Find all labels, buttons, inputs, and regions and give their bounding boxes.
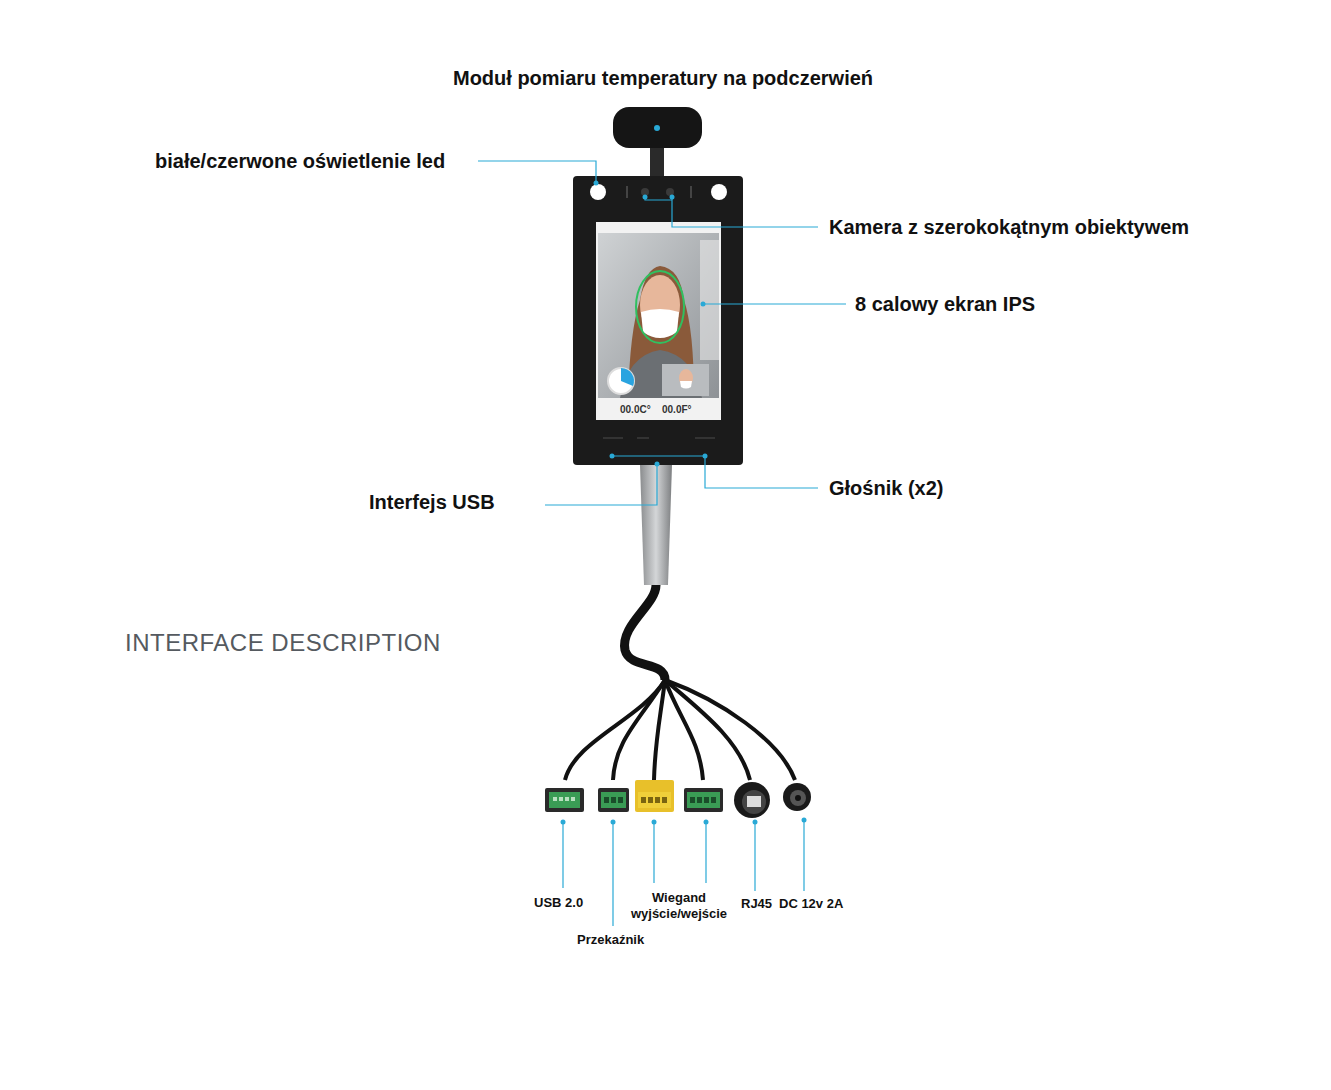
port-label: RJ45 xyxy=(741,896,772,912)
port-label: Przekaźnik xyxy=(577,932,644,948)
part-label: Głośnik (x2) xyxy=(829,476,943,500)
part-label: białe/czerwone oświetlenie led xyxy=(155,149,445,173)
screen-readout: 00.0F° xyxy=(662,404,692,416)
part-label: Kamera z szerokokątnym obiektywem xyxy=(829,215,1189,239)
screen-readout: 00.0C° xyxy=(620,404,651,416)
title-callout: Moduł pomiaru temperatury na podczerwień xyxy=(453,66,873,90)
part-label: Interfejs USB xyxy=(369,490,495,514)
port-label: USB 2.0 xyxy=(534,895,583,911)
port-label: DC 12v 2A xyxy=(779,896,843,912)
section-heading: INTERFACE DESCRIPTION xyxy=(125,629,441,658)
part-label: 8 calowy ekran IPS xyxy=(855,292,1035,316)
port-label: Wiegand wyjście/wejście xyxy=(623,890,735,921)
